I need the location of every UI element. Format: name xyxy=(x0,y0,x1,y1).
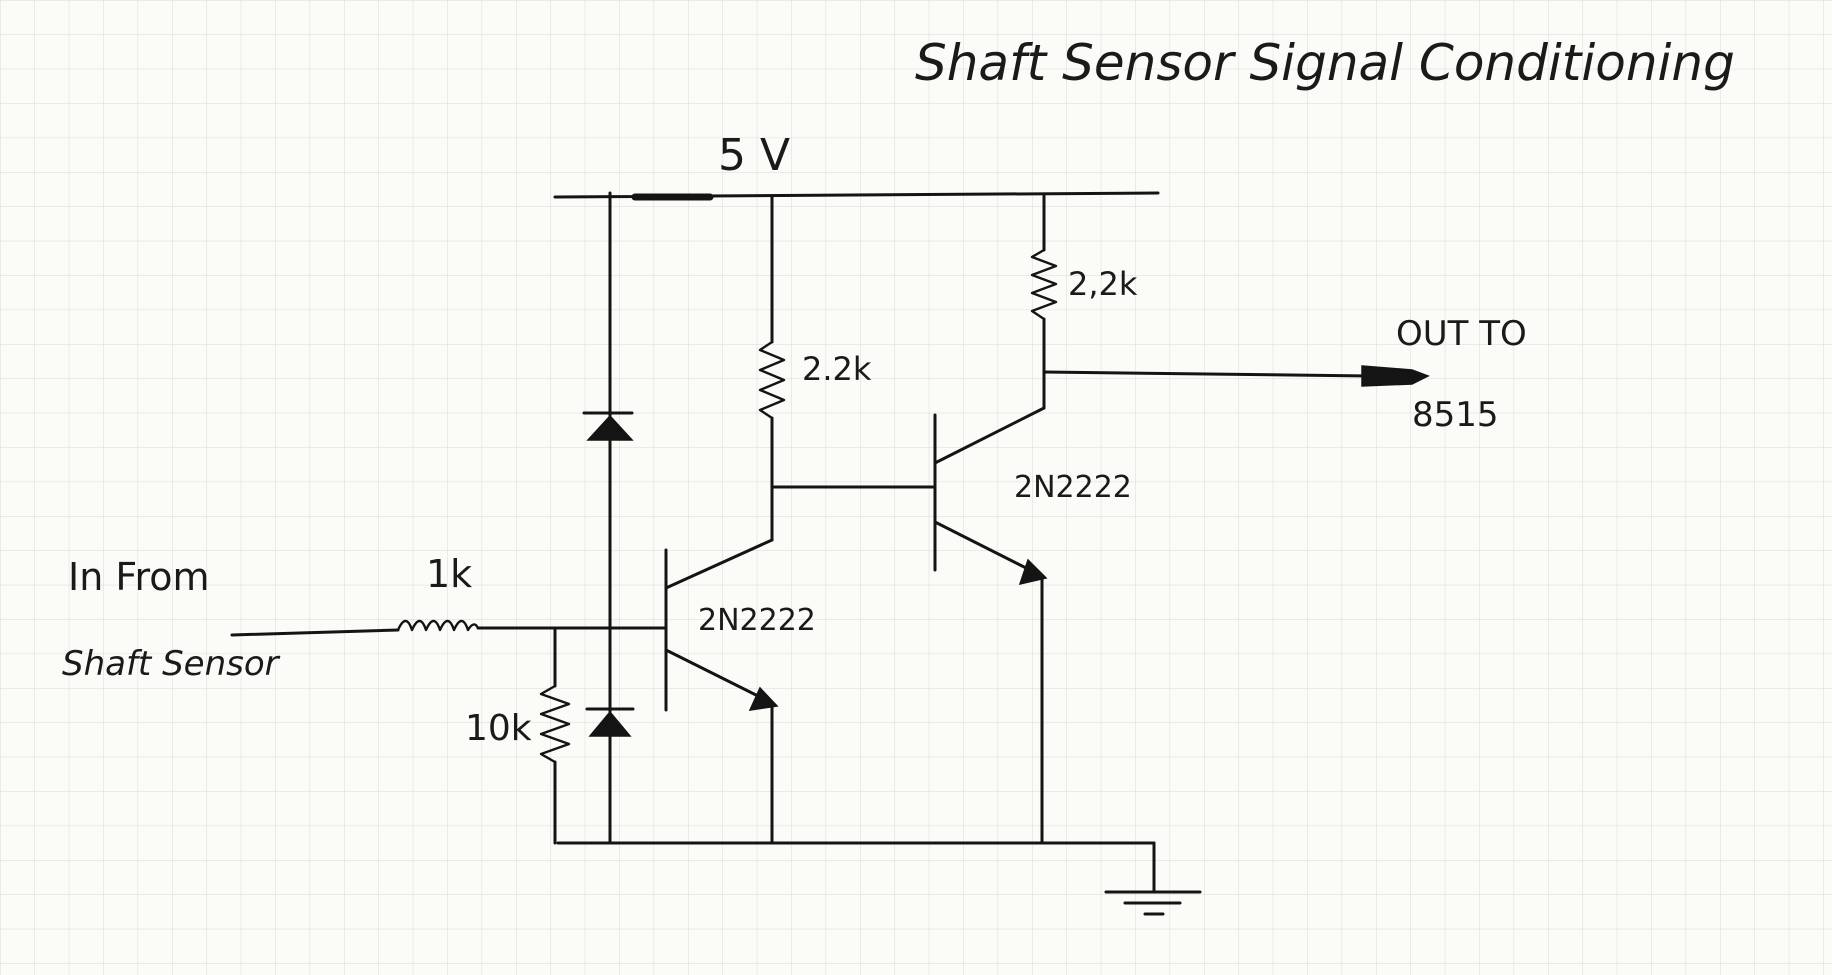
q1-label: 2N2222 xyxy=(698,603,816,638)
output-label-line1: OUT TO xyxy=(1396,314,1527,354)
q1-collector-resistor-label: 2.2k xyxy=(802,350,872,388)
transistor-q1 xyxy=(664,478,779,845)
q2-label: 2N2222 xyxy=(1014,470,1132,505)
ground-bus xyxy=(556,841,1202,916)
transistor-q2 xyxy=(933,338,1048,845)
supply-rail xyxy=(553,191,1160,201)
pulldown-resistor xyxy=(539,628,571,845)
input-wire xyxy=(230,619,668,637)
clamp-diodes xyxy=(582,191,635,845)
input-label-line2: Shaft Sensor xyxy=(62,644,281,684)
q2-collector-resistor-label: 2,2k xyxy=(1068,265,1138,303)
pulldown-resistor-label: 10k xyxy=(465,708,532,749)
q2-collector-resistor xyxy=(1030,194,1058,374)
output-label-line2: 8515 xyxy=(1412,395,1499,435)
output-wire xyxy=(1042,365,1430,387)
q1-collector-resistor xyxy=(758,195,937,489)
input-resistor-label: 1k xyxy=(426,552,472,596)
supply-label: 5 V xyxy=(718,130,790,181)
input-label-line1: In From xyxy=(68,555,210,599)
diagram-title: Shaft Sensor Signal Conditioning xyxy=(915,34,1735,92)
